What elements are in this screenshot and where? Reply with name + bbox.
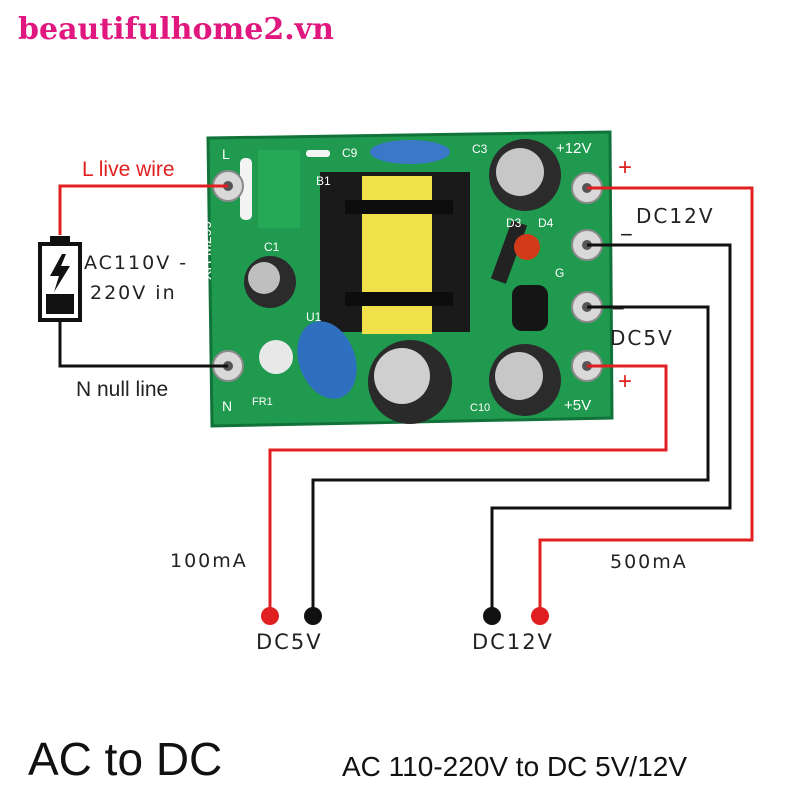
output-plus-bottom: + (618, 368, 633, 395)
dc12v-label: DC12V (636, 204, 715, 228)
current-12v-label: 500mA (610, 551, 688, 573)
pcb-board (206, 130, 614, 428)
led-indicator (514, 234, 540, 260)
footer-subtitle: AC 110-220V to DC 5V/12V (342, 751, 688, 782)
dc12v-endpoint-label: DC12V (472, 630, 554, 654)
dc5v-negative-dot (304, 607, 322, 625)
silk-b1: B1 (316, 174, 331, 188)
capacitor-c9 (370, 140, 450, 164)
silk-plus5: +5V (564, 397, 592, 414)
footer-title: AC to DC (28, 733, 223, 785)
watermark-text: beautifulhome2.vn (18, 12, 334, 47)
dc12v-negative-dot (483, 607, 501, 625)
dc5v-endpoint-label: DC5V (256, 630, 323, 654)
pcb-trace (258, 150, 300, 228)
regulator (512, 285, 548, 331)
pcb-slot-small (306, 150, 330, 157)
dc12v-positive-dot (531, 607, 549, 625)
board-model: XH-M299 (198, 220, 214, 280)
silk-l: L (222, 146, 230, 162)
output-plus-top: + (618, 154, 633, 181)
silk-d3: D3 (506, 216, 522, 230)
output-minus-bottom: − (612, 296, 625, 321)
silk-n: N (222, 398, 233, 414)
null-line-label: N null line (76, 378, 169, 401)
silk-c9: C9 (342, 146, 358, 160)
silk-c1: C1 (264, 240, 280, 254)
null-wire (58, 322, 228, 368)
silk-g: G (555, 266, 565, 280)
diode (490, 220, 528, 284)
dc5v-positive-dot (261, 607, 279, 625)
silk-d4: D4 (538, 216, 554, 230)
transformer-bobbin (362, 176, 432, 334)
silk-plus12: +12V (556, 140, 592, 157)
silk-u1: U1 (306, 310, 322, 324)
fuse-fr1 (259, 340, 293, 374)
battery-label-line2: 220V in (90, 282, 177, 304)
silk-fr1: FR1 (252, 396, 273, 408)
silk-c10: C10 (470, 402, 491, 414)
current-5v-label: 100mA (170, 550, 248, 572)
wire-12v-negative (490, 243, 732, 610)
output-minus-top: − (620, 222, 633, 247)
pcb-slot (240, 158, 252, 220)
live-wire (58, 184, 228, 235)
dc5v-label: DC5V (610, 326, 674, 350)
wire-12v-positive (538, 186, 754, 610)
battery-label-line1: AC110V - (84, 252, 189, 274)
silk-c3: C3 (472, 142, 488, 156)
wire-5v-negative (311, 305, 710, 610)
ac-source-icon (38, 236, 82, 322)
wire-5v-positive (268, 364, 668, 610)
live-wire-label: L live wire (82, 158, 175, 181)
capacitor-disc (297, 321, 357, 399)
